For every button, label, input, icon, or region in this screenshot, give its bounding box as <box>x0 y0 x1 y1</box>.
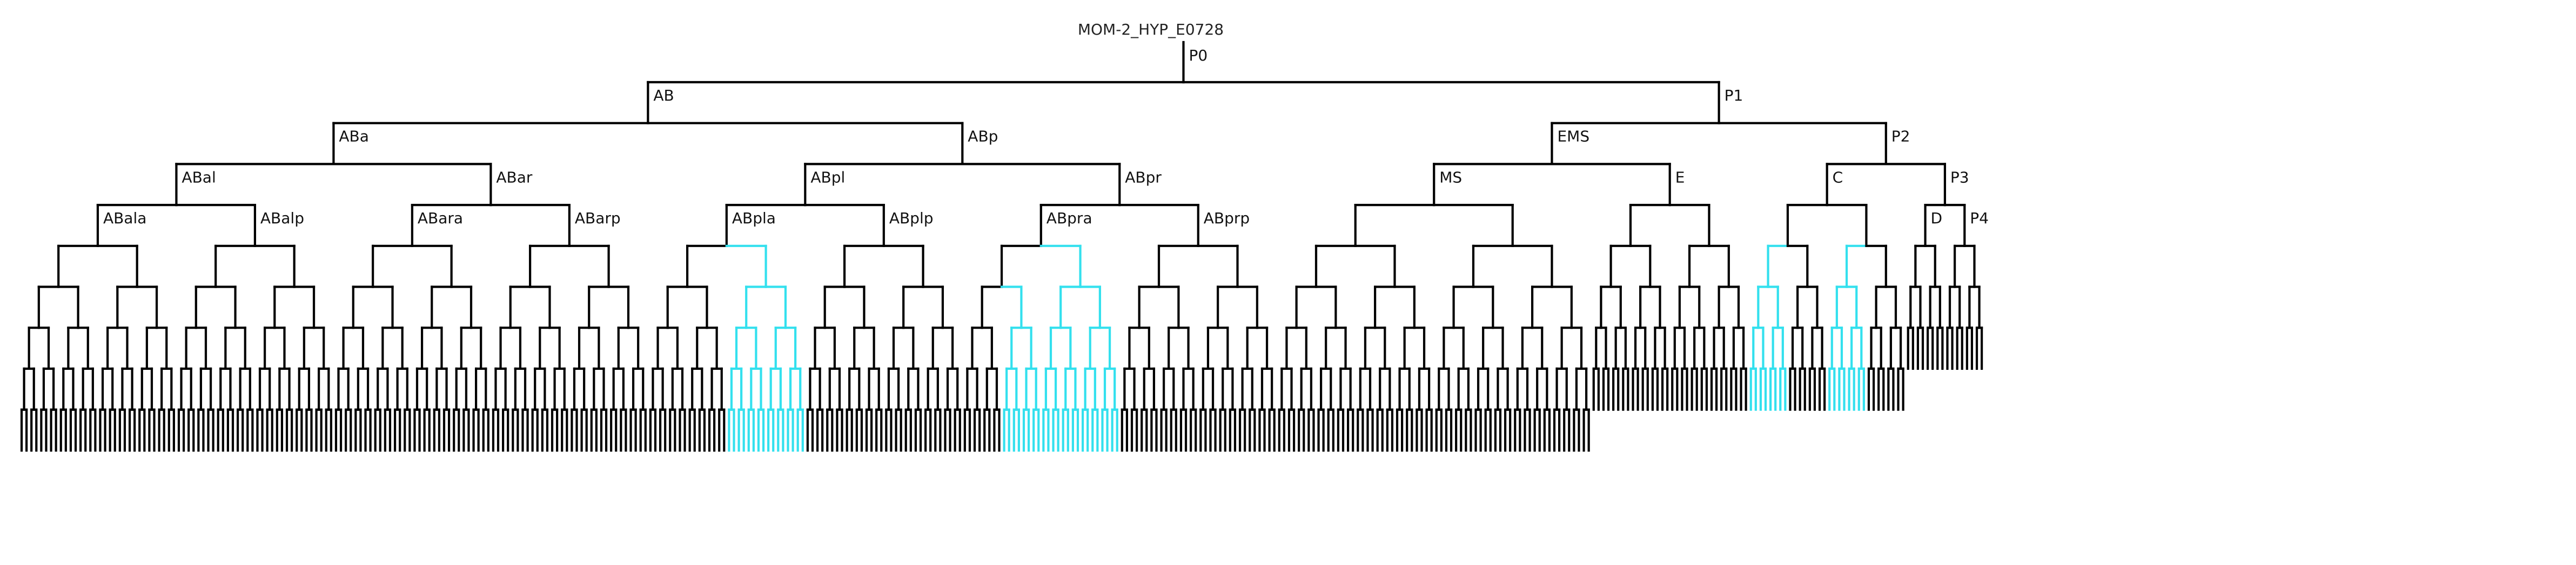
node-label-ABal: ABal <box>182 168 216 186</box>
node-label-P1: P1 <box>1725 87 1743 104</box>
node-label-ABara: ABara <box>418 209 463 227</box>
node-label-ABpla: ABpla <box>732 209 776 227</box>
node-label-ABala: ABala <box>103 209 146 227</box>
diagram-title: MOM-2_HYP_E0728 <box>1078 21 1224 38</box>
node-label-E: E <box>1675 168 1685 186</box>
node-label-D: D <box>1931 209 1943 227</box>
node-label-P2: P2 <box>1891 128 1910 145</box>
tree-edges <box>20 41 1983 452</box>
node-label-EMS: EMS <box>1557 128 1589 145</box>
node-label-AB: AB <box>653 87 674 104</box>
node-label-MS: MS <box>1439 168 1462 186</box>
node-label-ABplp: ABplp <box>889 209 934 227</box>
node-label-ABa: ABa <box>339 128 369 145</box>
node-label-ABp: ABp <box>968 128 998 145</box>
node-label-ABpl: ABpl <box>810 168 845 186</box>
node-label-P4: P4 <box>1970 209 1989 227</box>
node-label-ABpra: ABpra <box>1046 209 1092 227</box>
node-label-ABprp: ABprp <box>1204 209 1250 227</box>
node-label-P0: P0 <box>1189 46 1208 64</box>
node-label-C: C <box>1833 168 1843 186</box>
node-label-ABar: ABar <box>496 168 533 186</box>
node-label-ABalp: ABalp <box>260 209 304 227</box>
node-label-ABpr: ABpr <box>1125 168 1162 186</box>
node-label-ABarp: ABarp <box>575 209 621 227</box>
node-label-P3: P3 <box>1950 168 1969 186</box>
